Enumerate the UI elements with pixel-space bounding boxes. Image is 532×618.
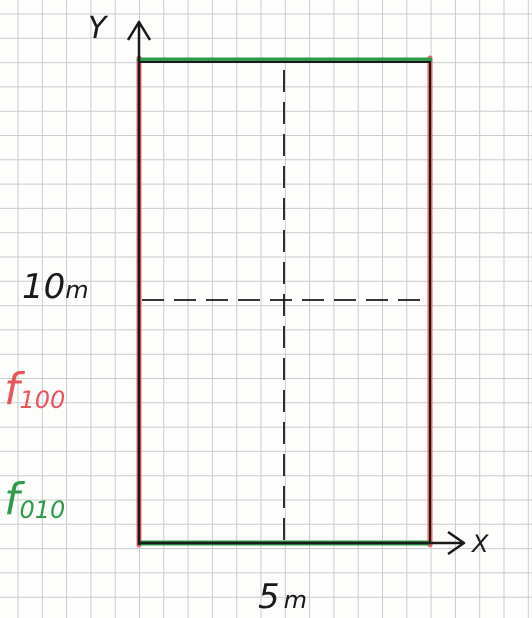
- height-dimension-label: 10m: [22, 267, 89, 307]
- width-value: 5: [258, 577, 280, 617]
- x-axis-label: X: [470, 530, 489, 558]
- height-unit: m: [65, 276, 88, 304]
- y-axis-label: Y: [88, 11, 109, 46]
- x-axis-arrowhead: [447, 530, 466, 556]
- width-unit: m: [284, 586, 307, 614]
- legend-green-label: f010: [4, 474, 65, 525]
- legend-red-subscript: 100: [20, 386, 66, 414]
- height-value: 10: [22, 267, 65, 307]
- y-axis-arrowhead: [126, 20, 152, 41]
- legend-red-label: f100: [4, 364, 65, 415]
- legend-green-subscript: 010: [20, 496, 66, 524]
